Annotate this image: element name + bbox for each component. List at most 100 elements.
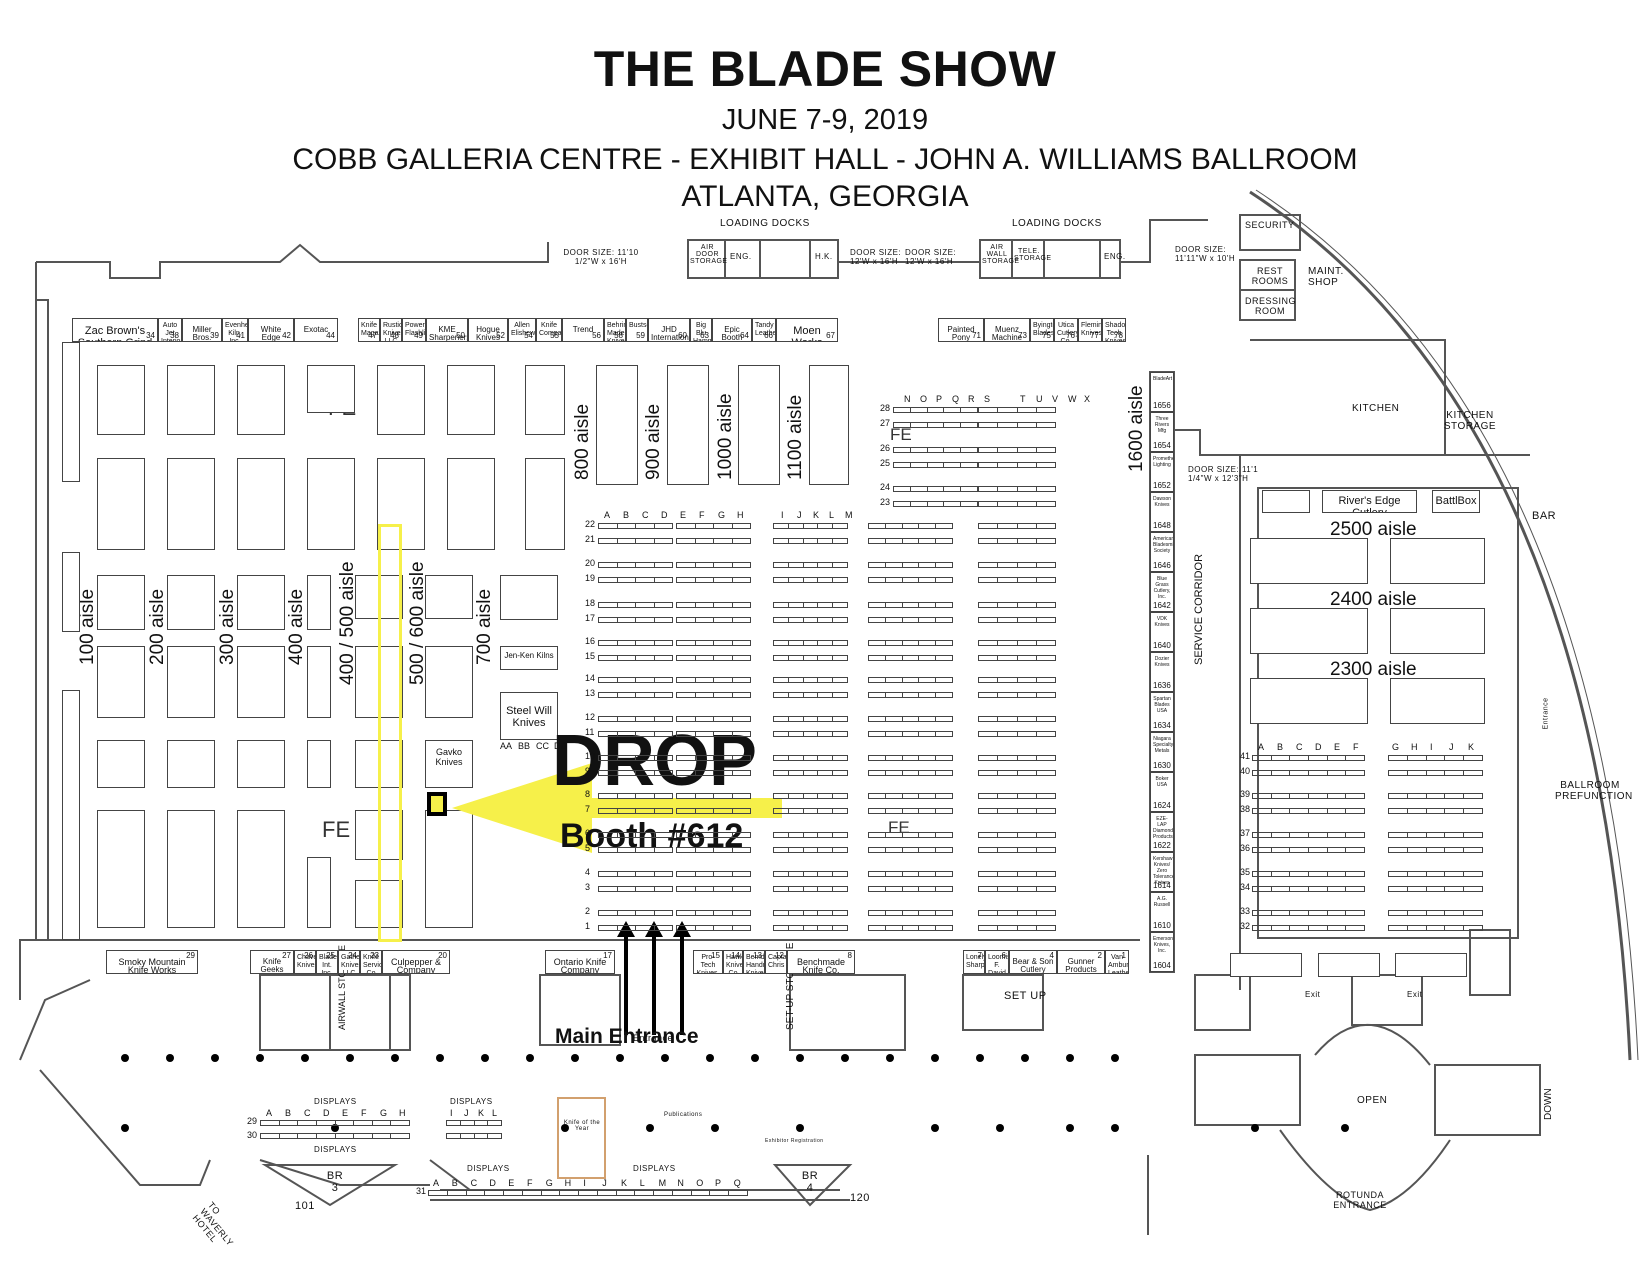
booth-block-300-400[interactable] <box>237 810 285 928</box>
booth-721-jantz-supply[interactable]: Steel Will Knives <box>500 692 558 740</box>
table-cell[interactable] <box>373 1134 392 1138</box>
table-cell[interactable] <box>677 872 696 876</box>
table-cell[interactable] <box>1309 771 1328 775</box>
table-cell[interactable] <box>774 717 789 721</box>
table-cell[interactable] <box>714 794 733 798</box>
table-cell[interactable] <box>733 693 751 697</box>
table-row[interactable] <box>1252 847 1365 853</box>
table-row[interactable] <box>1252 755 1365 761</box>
table-cell[interactable] <box>911 463 928 467</box>
table-row[interactable] <box>868 770 953 776</box>
table-cell[interactable] <box>936 872 952 876</box>
table-cell[interactable] <box>1018 502 1037 506</box>
booth-block-left-wall[interactable] <box>62 552 80 632</box>
table-cell[interactable] <box>1037 717 1055 721</box>
table-cell[interactable] <box>919 732 937 736</box>
table-cell[interactable] <box>818 809 834 813</box>
booth-1642[interactable]: Blue Grass Cutlery, Inc.1642 <box>1150 572 1174 612</box>
table-row[interactable] <box>893 486 978 492</box>
table-cell[interactable] <box>903 656 920 660</box>
table-cell[interactable] <box>979 502 999 506</box>
table-cell[interactable] <box>677 656 696 660</box>
table-row[interactable] <box>868 871 953 877</box>
table-cell[interactable] <box>733 872 751 876</box>
table-cell[interactable] <box>488 1121 501 1125</box>
table-row[interactable] <box>676 640 751 646</box>
table-cell[interactable] <box>818 848 834 852</box>
table-cell[interactable] <box>1018 463 1037 467</box>
table-cell[interactable] <box>833 833 847 837</box>
booth-76[interactable]: Utica Cutlery Co.76 <box>1054 318 1078 342</box>
table-row[interactable] <box>598 692 673 698</box>
table-cell[interactable] <box>919 848 937 852</box>
table-cell[interactable] <box>903 833 920 837</box>
table-cell[interactable] <box>696 641 714 645</box>
table-cell[interactable] <box>1309 833 1328 837</box>
table-cell[interactable] <box>818 756 834 760</box>
booth-block-600-700[interactable] <box>425 646 473 718</box>
table-row[interactable] <box>598 793 673 799</box>
booth-block-2400-2300[interactable] <box>1390 608 1485 654</box>
table-cell[interactable] <box>998 794 1018 798</box>
table-cell[interactable] <box>903 618 920 622</box>
table-cell[interactable] <box>1018 693 1037 697</box>
table-row[interactable] <box>868 617 953 623</box>
table-cell[interactable] <box>461 1121 475 1125</box>
table-cell[interactable] <box>774 539 789 543</box>
table-cell[interactable] <box>919 926 937 930</box>
table-cell[interactable] <box>998 693 1018 697</box>
table-row[interactable] <box>260 1120 410 1126</box>
table-cell[interactable] <box>599 563 618 567</box>
table-cell[interactable] <box>714 756 733 760</box>
table-row[interactable] <box>893 447 978 453</box>
table-cell[interactable] <box>936 678 952 682</box>
table-cell[interactable] <box>677 756 696 760</box>
table-cell[interactable] <box>774 678 789 682</box>
table-row[interactable] <box>773 677 848 683</box>
table-row[interactable] <box>978 577 1056 583</box>
table-cell[interactable] <box>774 641 789 645</box>
table-cell[interactable] <box>928 423 945 427</box>
table-cell[interactable] <box>869 911 886 915</box>
table-cell[interactable] <box>979 563 999 567</box>
booth-41[interactable]: Evenheat Kiln, Inc.41 <box>222 318 248 342</box>
table-cell[interactable] <box>774 911 789 915</box>
table-cell[interactable] <box>869 603 886 607</box>
table-cell[interactable] <box>1290 872 1310 876</box>
table-cell[interactable] <box>1328 887 1347 891</box>
table-cell[interactable] <box>618 756 636 760</box>
table-cell[interactable] <box>894 408 911 412</box>
table-cell[interactable] <box>998 717 1018 721</box>
table-cell[interactable] <box>714 603 733 607</box>
table-cell[interactable] <box>1346 848 1364 852</box>
table-cell[interactable] <box>373 1121 392 1125</box>
table-cell[interactable] <box>833 524 847 528</box>
table-cell[interactable] <box>1309 872 1328 876</box>
table-cell[interactable] <box>696 524 714 528</box>
table-cell[interactable] <box>1018 539 1037 543</box>
table-cell[interactable] <box>1445 887 1465 891</box>
table-cell[interactable] <box>833 887 847 891</box>
table-cell[interactable] <box>998 603 1018 607</box>
table-cell[interactable] <box>998 732 1018 736</box>
table-cell[interactable] <box>655 717 673 721</box>
table-cell[interactable] <box>979 872 999 876</box>
table-cell[interactable] <box>928 463 945 467</box>
table-cell[interactable] <box>1309 848 1328 852</box>
table-cell[interactable] <box>1408 926 1427 930</box>
table-cell[interactable] <box>655 771 673 775</box>
table-row[interactable] <box>598 871 673 877</box>
table-row[interactable] <box>978 716 1056 722</box>
table-cell[interactable] <box>789 732 804 736</box>
table-cell[interactable] <box>1328 794 1347 798</box>
table-cell[interactable] <box>886 618 903 622</box>
table-cell[interactable] <box>1037 887 1055 891</box>
table-cell[interactable] <box>774 926 789 930</box>
table-cell[interactable] <box>1037 911 1055 915</box>
table-cell[interactable] <box>618 809 636 813</box>
table-cell[interactable] <box>598 1191 617 1195</box>
table-cell[interactable] <box>636 756 655 760</box>
